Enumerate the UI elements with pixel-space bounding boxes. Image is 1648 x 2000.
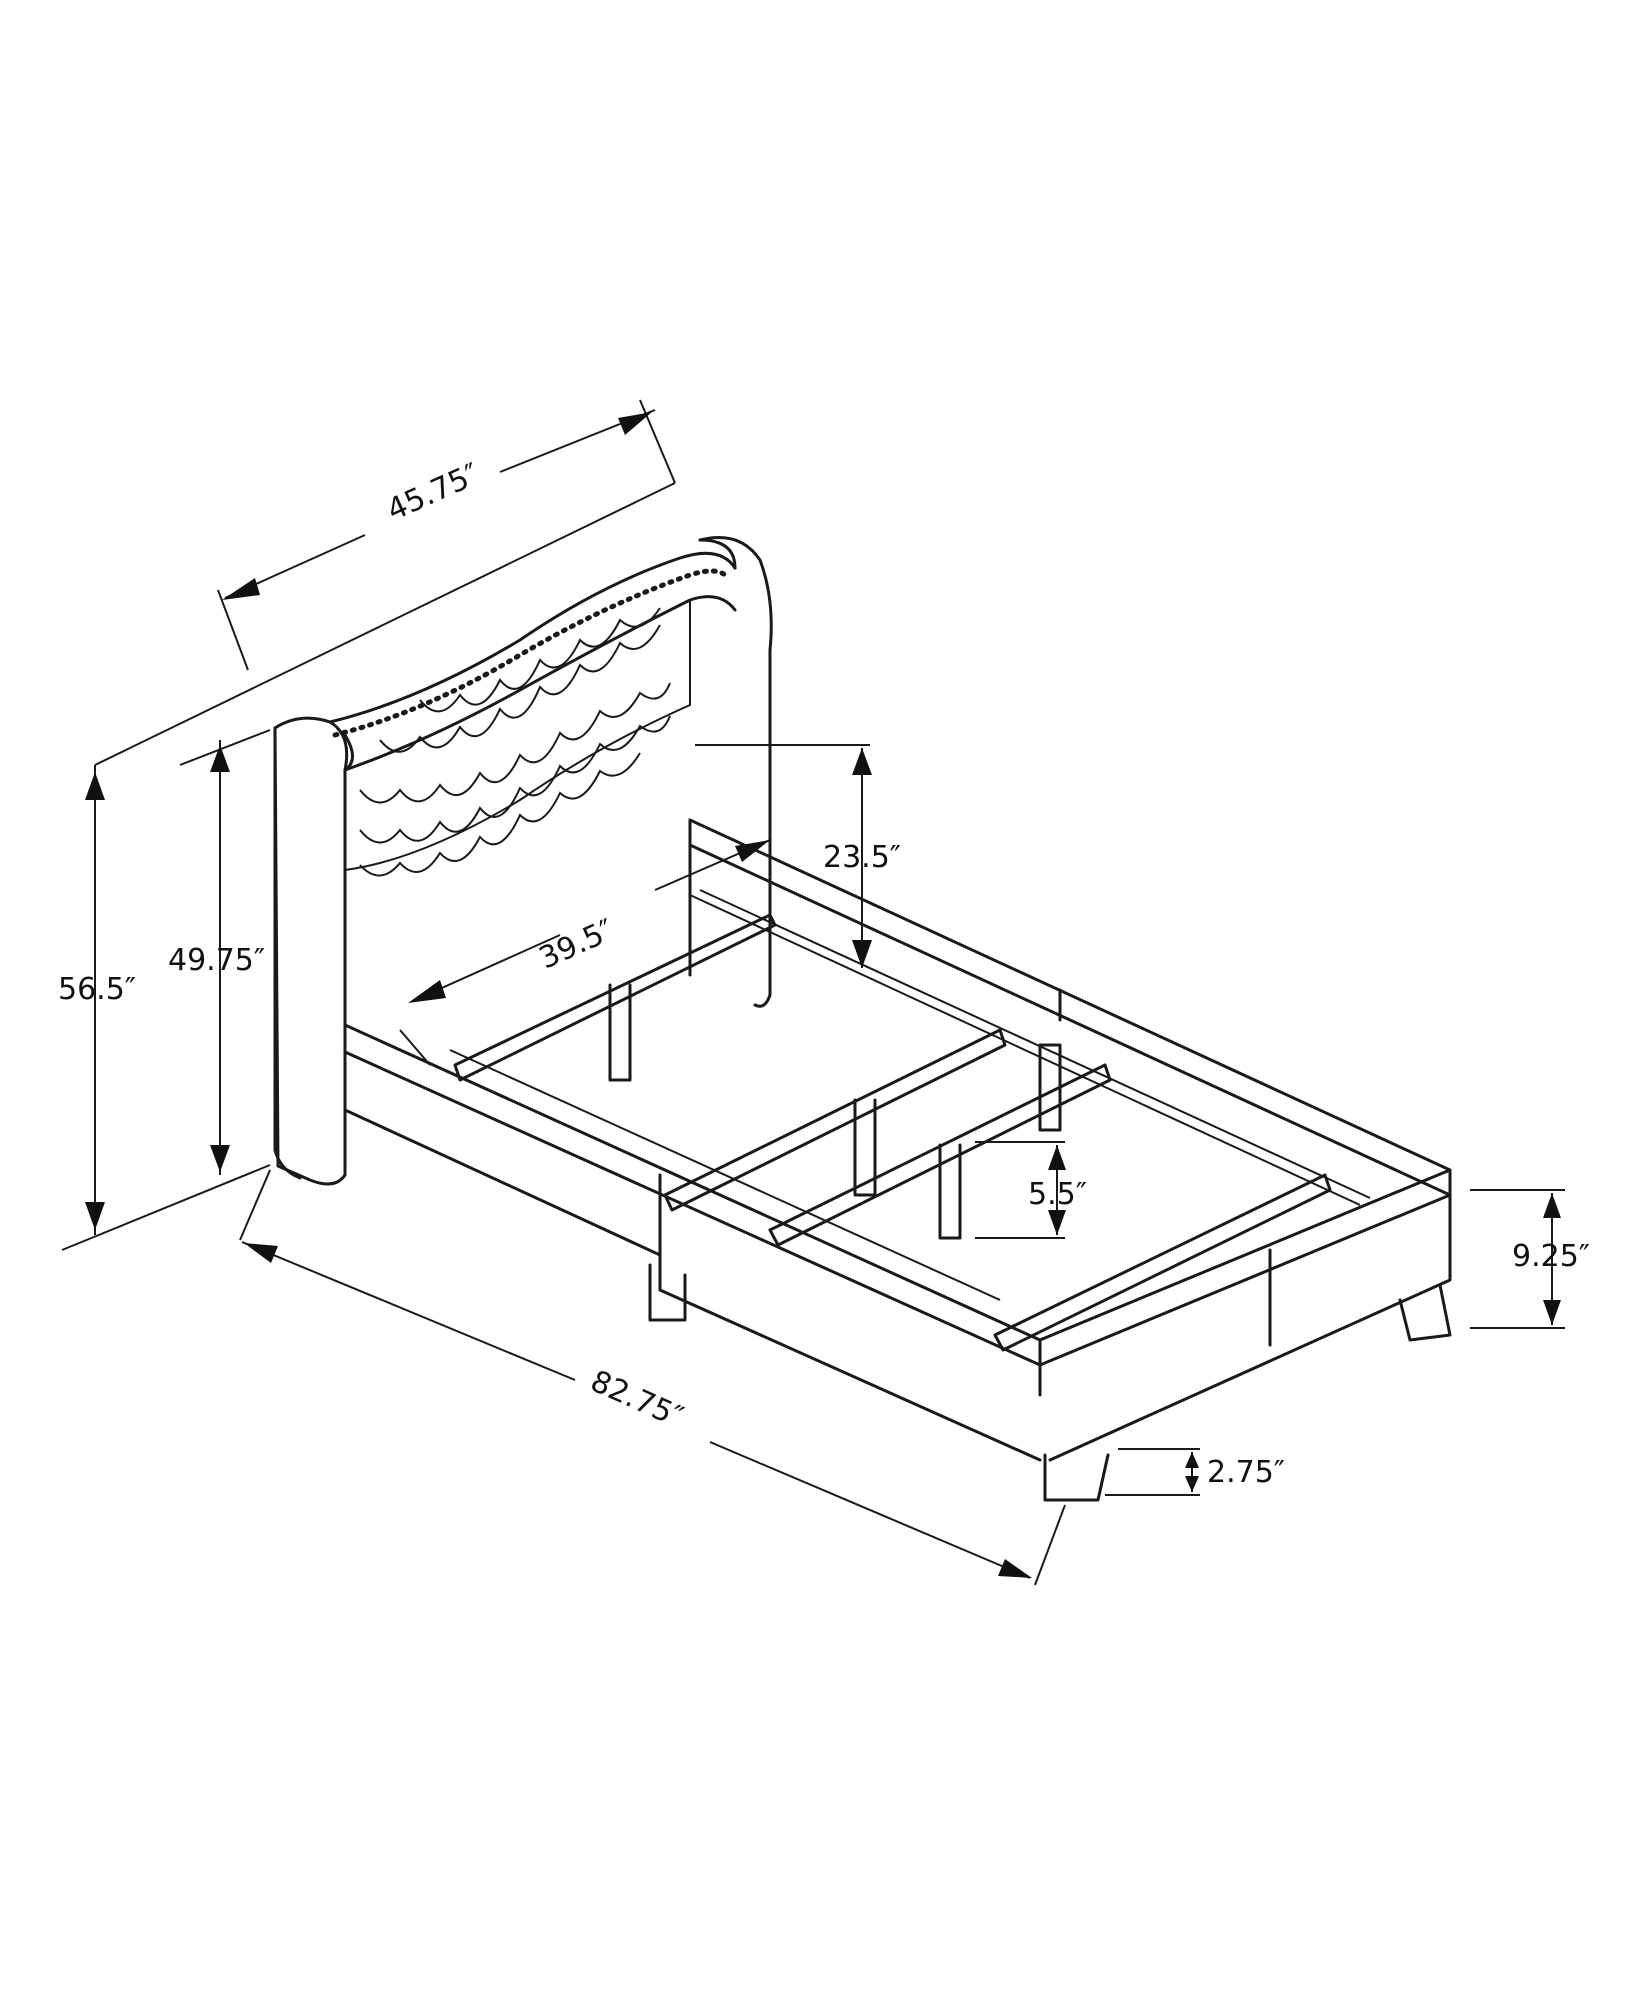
center-supports	[608, 983, 1062, 1240]
headboard	[273, 536, 773, 1186]
slats	[453, 913, 1332, 1352]
dim-center-leg-height: 5.5″	[1028, 1177, 1087, 1212]
dim-headboard-above-rail: 23.5″	[823, 840, 902, 875]
dim-frame-height: 9.25″	[1512, 1239, 1591, 1274]
frame	[343, 818, 1452, 1462]
dim-overall-height: 56.5″	[58, 972, 137, 1007]
dimension-lines	[61, 399, 1565, 1586]
dim-headboard-height: 49.75″	[168, 943, 266, 978]
legs	[648, 1263, 1452, 1502]
dim-leg-height: 2.75″	[1207, 1455, 1286, 1490]
